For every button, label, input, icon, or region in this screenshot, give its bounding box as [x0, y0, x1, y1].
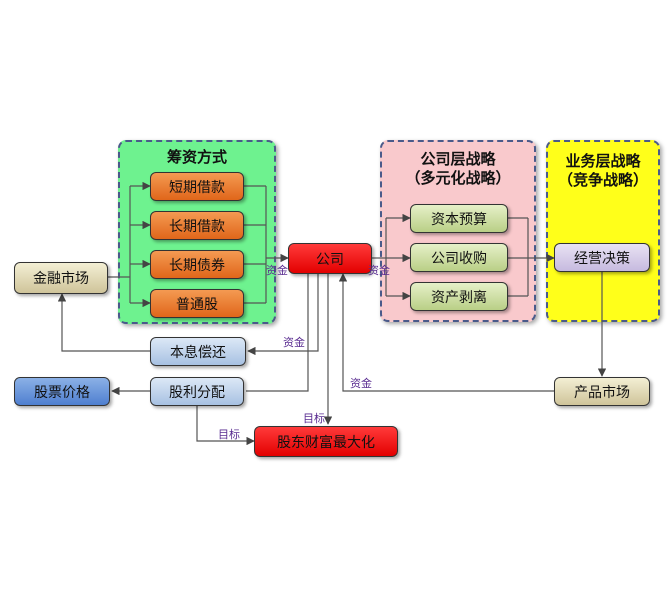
shareholder-wealth-goal-node: 股东财富最大化	[254, 426, 398, 457]
capital-budgeting-node: 资本预算	[410, 204, 508, 233]
business-strategy-group: 业务层战略 （竞争战略）	[546, 140, 660, 322]
funds-into-company-label: 资金	[266, 264, 288, 277]
connector-company-to-interest	[247, 274, 319, 356]
long-term-bond-node: 长期债券	[150, 250, 244, 279]
dividend-distribution-node: 股利分配	[150, 377, 244, 406]
target-left-label: 目标	[218, 428, 240, 441]
company-node: 公司	[288, 243, 372, 274]
financial-market-node: 金融市场	[14, 262, 108, 294]
connector-dividend-to-goal	[196, 406, 255, 446]
long-term-loan-node: 长期借款	[150, 211, 244, 240]
connector-company-to-dividend	[246, 274, 309, 392]
corporate-strategy-title: 公司层战略 （多元化战略）	[405, 150, 511, 187]
connector-product-to-company	[338, 273, 554, 392]
corporate-strategy-group: 公司层战略 （多元化战略）	[380, 140, 536, 322]
acquisition-node: 公司收购	[410, 243, 508, 272]
product-market-node: 产品市场	[554, 377, 650, 406]
short-term-loan-node: 短期借款	[150, 172, 244, 201]
business-decision-node: 经营决策	[554, 243, 650, 272]
stock-price-node: 股票价格	[14, 377, 110, 406]
funds-return-label: 资金	[350, 377, 372, 390]
connector-interest-to-market	[57, 293, 150, 352]
business-strategy-title: 业务层战略 （竞争战略）	[557, 152, 648, 189]
target-down-label: 目标	[303, 412, 325, 425]
financing-methods-title: 筹资方式	[166, 148, 227, 166]
funds-to-strategy-label: 资金	[368, 264, 390, 277]
interest-repayment-node: 本息偿还	[150, 337, 246, 366]
common-stock-node: 普通股	[150, 289, 244, 318]
funds-repayment-label: 资金	[283, 336, 305, 349]
divestiture-node: 资产剥离	[410, 282, 508, 311]
